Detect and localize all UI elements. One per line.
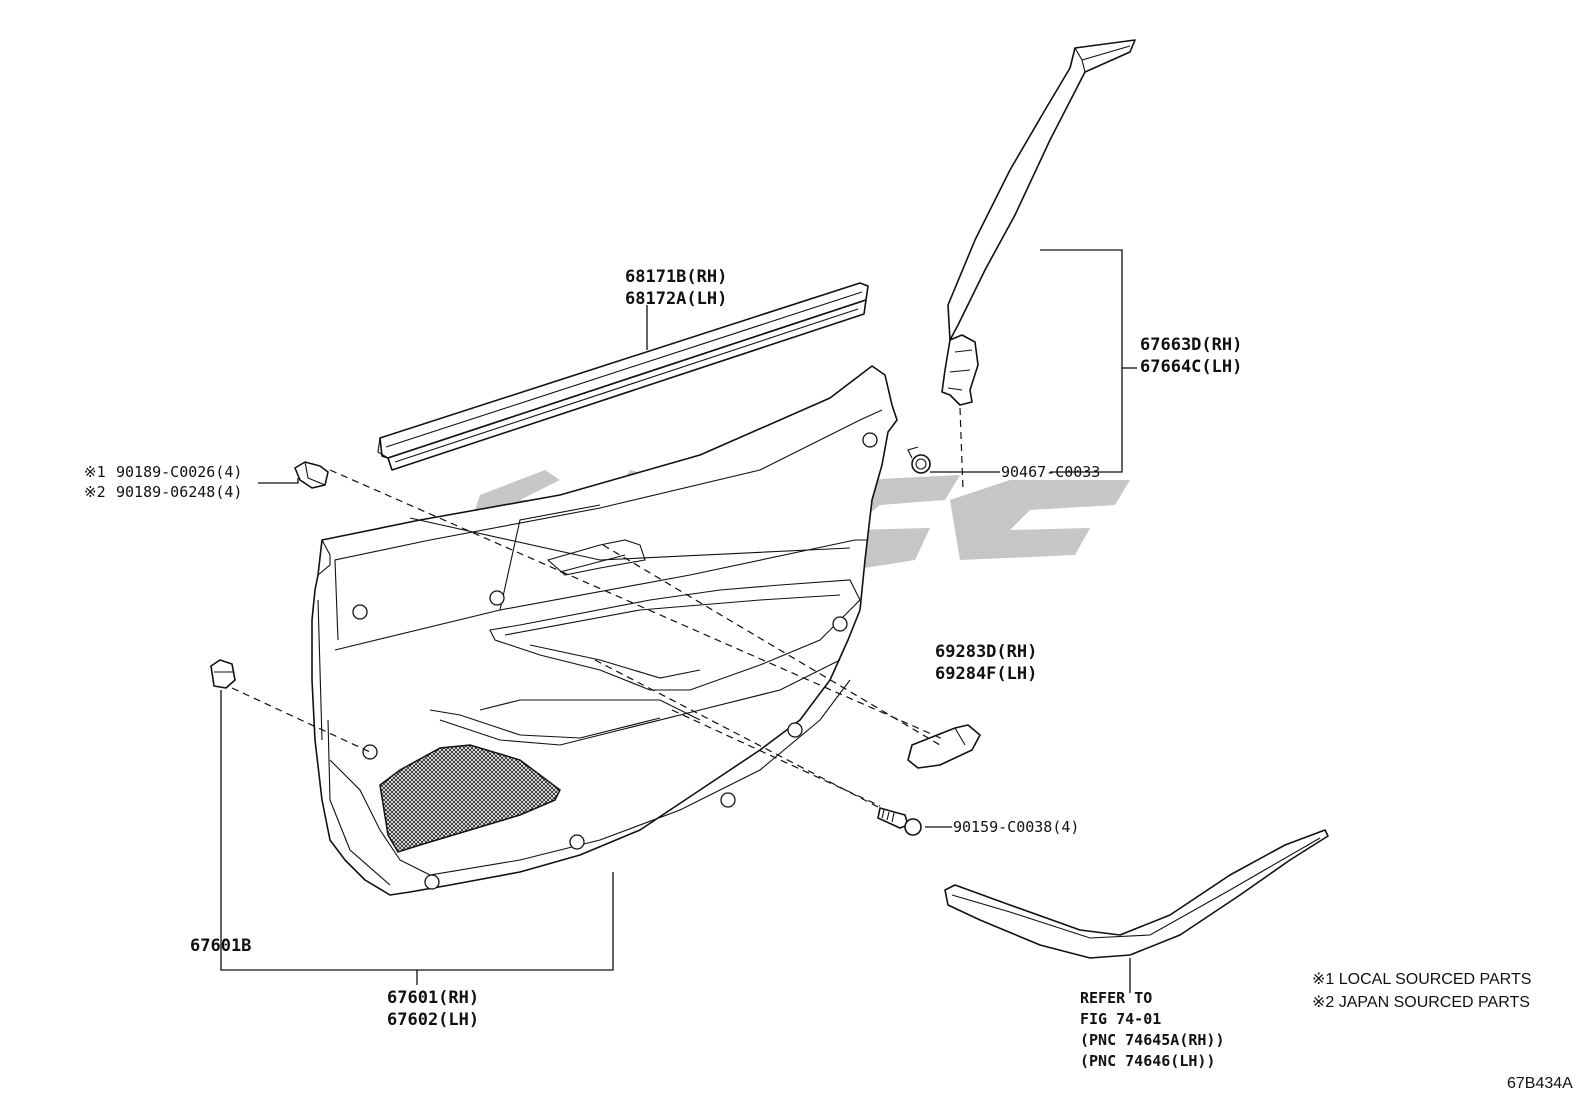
lower-moulding <box>944 829 1329 959</box>
label-refer-3: (PNC 74645A(RH)) <box>1080 1031 1225 1049</box>
pillar-garnish <box>941 39 1136 406</box>
label-refer-4: (PNC 74646(LH)) <box>1080 1052 1215 1070</box>
label-screw: 90159-C0038(4) <box>953 818 1079 836</box>
assembly-lines <box>231 407 964 809</box>
screw-90159 <box>877 807 922 836</box>
label-clip-nut: 90467-C0033 <box>1001 463 1100 481</box>
label-panel-lh: 67602(LH) <box>387 1010 479 1030</box>
label-clip1-mark: ※1 <box>84 463 106 481</box>
label-clip1: 90189-C0026(4) <box>116 463 242 481</box>
label-clip-b: 67601B <box>190 936 251 956</box>
note-local-sourced: ※1 LOCAL SOURCED PARTS <box>1312 971 1531 988</box>
label-clip2: 90189-06248(4) <box>116 483 242 501</box>
door-trim-panel <box>311 365 898 896</box>
label-handle-cover-lh: 69284F(LH) <box>935 664 1037 684</box>
clip-nut-90467 <box>907 446 931 474</box>
label-panel-rh: 67601(RH) <box>387 988 479 1008</box>
label-pillar-lh: 67664C(LH) <box>1140 357 1242 377</box>
leader-lines <box>220 249 1137 993</box>
clip-67601b <box>210 659 236 689</box>
clip-90189 <box>294 461 329 489</box>
label-weatherstrip-rh: 68171B(RH) <box>625 267 727 287</box>
door-belt-weatherstrip <box>377 282 869 471</box>
label-pillar-rh: 67663D(RH) <box>1140 335 1242 355</box>
note-japan-sourced: ※2 JAPAN SOURCED PARTS <box>1312 994 1530 1011</box>
handle-cover <box>907 724 981 769</box>
label-weatherstrip-lh: 68172A(LH) <box>625 289 727 309</box>
label-clip2-mark: ※2 <box>84 483 106 501</box>
label-handle-cover-rh: 69283D(RH) <box>935 642 1037 662</box>
label-refer-1: REFER TO <box>1080 989 1152 1007</box>
label-refer-2: FIG 74-01 <box>1080 1010 1161 1028</box>
figure-code: 67B434A <box>1507 1075 1573 1092</box>
